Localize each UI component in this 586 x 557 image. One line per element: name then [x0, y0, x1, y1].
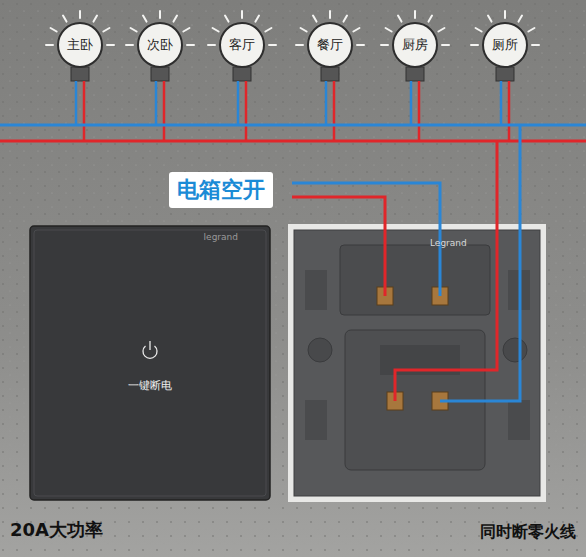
bulb-rays — [46, 11, 539, 141]
node-text: 厕所 — [492, 36, 518, 54]
screw-hole — [503, 338, 527, 362]
node-text: 电箱空开 — [177, 175, 265, 205]
spec-note: 20A大功率 — [10, 518, 103, 542]
light-bulb: 次卧 — [137, 22, 183, 68]
node-text: 餐厅 — [317, 36, 343, 54]
brand-mark: legrand — [204, 232, 238, 242]
light-bulb: 餐厅 — [307, 22, 353, 68]
panel-bevel — [34, 230, 266, 496]
mount-tab — [305, 400, 327, 440]
node-text: 次卧 — [147, 36, 173, 54]
light-bulb: 客厅 — [219, 22, 265, 68]
mount-tab — [508, 400, 530, 440]
live-in-wire — [292, 197, 385, 296]
light-bulb: 厕所 — [482, 22, 528, 68]
power-icon — [143, 341, 157, 358]
node-text: 厨房 — [402, 36, 428, 54]
light-bulb: 厨房 — [392, 22, 438, 68]
back-frame — [288, 224, 546, 502]
screw-hole — [308, 338, 332, 362]
terminals — [377, 287, 448, 410]
switch-front-panel — [30, 226, 270, 500]
switch-face: 一键断电 — [124, 376, 176, 395]
node-text: 客厅 — [229, 36, 255, 54]
node-text: 主卧 — [67, 36, 93, 54]
light-bulb: 主卧 — [57, 22, 103, 68]
node-text: 一键断电 — [128, 378, 172, 393]
neutral-in-wire — [292, 183, 440, 296]
back-housing — [340, 245, 490, 315]
live-out-wire — [395, 141, 497, 401]
breaker-label: 电箱空开 — [169, 172, 273, 208]
switch-back — [294, 230, 540, 496]
feature-note: 同时断零火线 — [480, 522, 576, 543]
neutral-out-wire — [440, 125, 520, 401]
neutral-line — [0, 124, 586, 127]
mount-tab — [305, 270, 327, 310]
brand-mark: Legrand — [430, 238, 467, 248]
